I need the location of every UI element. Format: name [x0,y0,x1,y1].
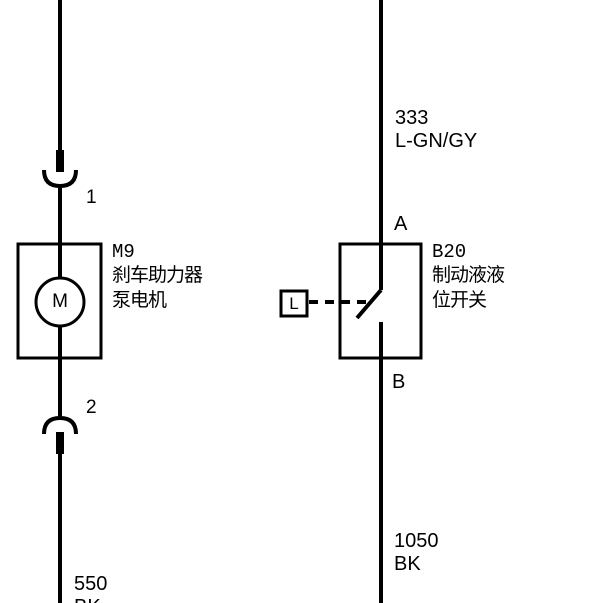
switch-box [338,242,423,360]
switch-ref-label: B20 [432,241,467,263]
switch-wire-top-id: 333 [395,107,429,129]
switch-wire-top-color: L-GN/GY [395,130,478,152]
motor-wire-bottom-id: 550 [74,573,108,595]
connector-2-receptacle [42,415,78,435]
motor-symbol-letter: M [52,291,68,312]
switch-name-line2: 位开关 [432,289,487,311]
motor-name-line1: 刹车助力器 [112,264,203,286]
switch-pin-a-label: A [394,213,408,235]
switch-blade [355,288,383,320]
switch-wire-bottom-id: 1050 [394,530,439,552]
motor-name-line2: 泵电机 [112,289,167,311]
connector-2-pin-label: 2 [86,397,97,418]
switch-pin-b-label: B [392,371,406,393]
connector-1-pin-label: 1 [86,187,97,208]
connector-2-pin [56,432,64,454]
switch-name-line1: 制动液液 [432,264,505,286]
motor-wire-bottom-color: BK [74,597,101,603]
connector-1-pin [56,150,64,172]
level-symbol-box [279,289,309,318]
motor-ref-label: M9 [112,241,135,263]
level-symbol-letter: L [289,294,299,313]
switch-wire-bottom-color: BK [394,553,421,575]
connector-1-receptacle [42,169,78,189]
